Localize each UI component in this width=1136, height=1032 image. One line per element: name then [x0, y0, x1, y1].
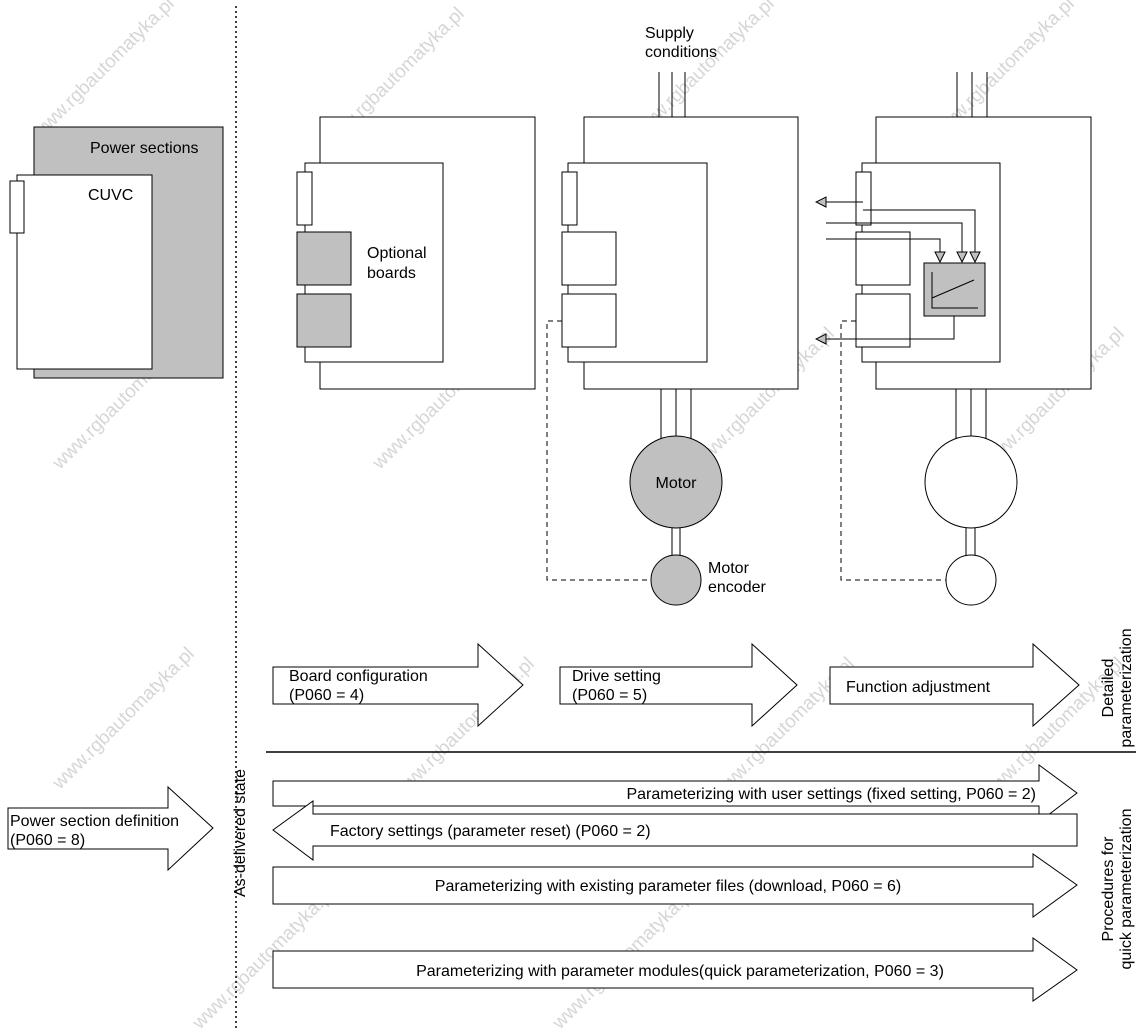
- signal-arrow: [826, 238, 940, 262]
- function-block: [923, 262, 986, 317]
- function-adjustment-label: Function adjustment: [846, 679, 991, 696]
- power-section-definition: Power section definition (P060 = 8): [7, 785, 214, 872]
- supply-conditions-label: conditions: [645, 44, 717, 61]
- stage-function-adjustment: [816, 72, 1092, 606]
- connector-slot: [561, 171, 578, 226]
- parameter-modules-label: Parameterizing with parameter modules(qu…: [416, 963, 944, 980]
- function-block-curve: [931, 279, 975, 299]
- encoder-icon: [945, 554, 997, 606]
- motor-encoder-label: Motor: [708, 560, 750, 577]
- encoder-feedback-line: [840, 320, 946, 581]
- watermark-text: www.rgbautomatyka.pl: [48, 644, 199, 795]
- signal-arrow: [826, 222, 962, 262]
- drive-setting-label: (P060 = 5): [572, 687, 647, 704]
- parameter-modules-arrow: [272, 937, 1078, 1002]
- parameter-files-arrow: [272, 853, 1078, 918]
- factory-settings-arrow: [272, 800, 1078, 861]
- connector-slot: [9, 180, 25, 234]
- function-adjustment-arrow: [829, 642, 1080, 728]
- detailed-step-arrows: Board configuration (P060 = 4) Drive set…: [272, 642, 1080, 728]
- option-slot: [855, 293, 911, 348]
- optional-boards-label: boards: [367, 265, 416, 282]
- connector-slot: [296, 171, 313, 226]
- cuvc-label: CUVC: [88, 187, 133, 204]
- factory-settings-label: Factory settings (parameter reset) (P060…: [330, 823, 651, 840]
- drive-setting-label: Drive setting: [572, 668, 661, 685]
- board-configuration-label: (P060 = 4): [289, 687, 364, 704]
- option-slot: [855, 231, 911, 286]
- optional-board: [296, 231, 352, 286]
- motor-icon: [629, 435, 723, 529]
- stage-drive-setting: Supply conditions Motor Motor encoder: [546, 25, 799, 606]
- power-section-definition-label: Power section definition: [10, 813, 179, 830]
- power-sections-label: Power sections: [90, 140, 199, 157]
- function-block-axes: [931, 272, 978, 309]
- as-delivered-state-label: As-delivered state: [232, 769, 249, 897]
- parameter-files-label: Parameterizing with existing parameter f…: [435, 878, 901, 895]
- board-configuration-arrow: [272, 642, 524, 728]
- motor-icon: [924, 435, 1018, 529]
- output-signal-arrow: [816, 316, 955, 339]
- drive-setting-arrow: [559, 642, 798, 728]
- board-configuration-label: Board configuration: [289, 668, 428, 685]
- power-section-definition-arrow: [7, 785, 214, 872]
- encoder-feedback-line: [546, 320, 651, 581]
- detailed-parameterization-label: parameterization: [1118, 628, 1135, 747]
- option-slot: [561, 231, 617, 286]
- encoder-icon: [650, 554, 702, 606]
- quick-procedure-arrows: Parameterizing with user settings (fixed…: [272, 764, 1078, 1002]
- optional-boards-label: Optional: [367, 245, 427, 262]
- signal-arrow: [863, 209, 975, 262]
- motor-label: Motor: [656, 475, 698, 492]
- user-settings-arrow: [272, 764, 1078, 824]
- motor-encoder-label: encoder: [708, 579, 766, 596]
- optional-board: [296, 293, 352, 348]
- user-settings-label: Parameterizing with user settings (fixed…: [626, 786, 1036, 803]
- supply-conditions-label: Supply: [645, 25, 694, 42]
- detailed-parameterization-label: Detailed: [1100, 659, 1117, 718]
- power-section-module: Power sections CUVC: [9, 126, 224, 379]
- quick-parameterization-label: Procedures for: [1100, 836, 1117, 942]
- option-slot: [561, 293, 617, 348]
- power-section-definition-label: (P060 = 8): [10, 832, 85, 849]
- stage-board-configuration: Optional boards: [296, 116, 536, 390]
- quick-parameterization-label: quick parameterization: [1118, 809, 1135, 970]
- watermark-text: www.rgbautomatyka.pl: [28, 0, 179, 144]
- cuvc-board: [16, 174, 153, 370]
- connector-slot: [855, 171, 872, 226]
